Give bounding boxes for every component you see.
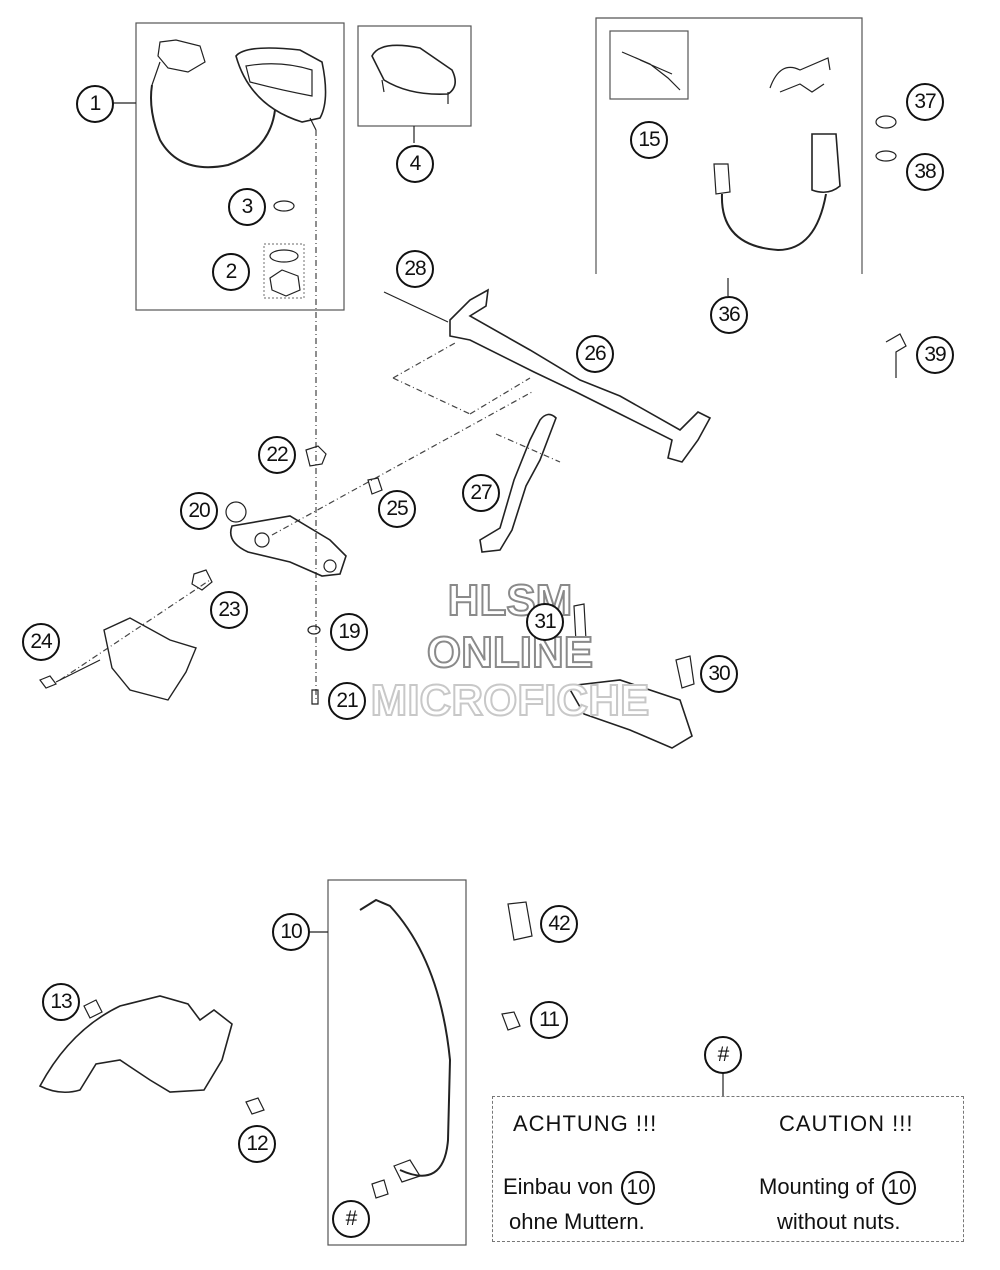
- note-ref-de: 10: [621, 1171, 656, 1205]
- callout-25: 25: [378, 490, 416, 528]
- note-line-en-2: without nuts.: [777, 1209, 901, 1234]
- callout-39: 39: [916, 336, 954, 374]
- note-title-de: ACHTUNG !!!: [513, 1111, 658, 1136]
- callout-hash-bottom: #: [332, 1200, 370, 1238]
- bracket-part: [371, 44, 456, 96]
- brake-line-part: [359, 898, 452, 1177]
- callout-20: 20: [180, 492, 218, 530]
- callout-1: 1: [76, 85, 114, 123]
- speedometer-part: [235, 47, 327, 123]
- note-ref-en: 10: [882, 1171, 917, 1205]
- callout-27: 27: [462, 474, 500, 512]
- callout-11: 11: [530, 1001, 568, 1039]
- note-line-de-2: ohne Muttern.: [509, 1209, 645, 1234]
- callout-2: 2: [212, 253, 250, 291]
- callout-37: 37: [906, 83, 944, 121]
- guard-part: [38, 995, 233, 1094]
- note-line-de-1: Einbau von 10: [503, 1171, 656, 1205]
- callout-3: 3: [228, 188, 266, 226]
- note-text-de-1: Einbau von: [503, 1173, 614, 1199]
- callout-30: 30: [700, 655, 738, 693]
- note-line-en-1: Mounting of 10: [759, 1171, 917, 1205]
- callout-22: 22: [258, 436, 296, 474]
- kit-frame-sensor: [595, 17, 863, 274]
- shift-lever-part: [449, 288, 712, 463]
- callout-19: 19: [330, 613, 368, 651]
- callout-hash-top: #: [704, 1036, 742, 1074]
- kit-frame-cable: [327, 879, 467, 1246]
- callout-28: 28: [396, 250, 434, 288]
- note-text-en-1: Mounting of: [759, 1173, 874, 1199]
- kit-frame-speedometer: [135, 22, 345, 311]
- watermark-line3: MICROFICHE: [370, 675, 651, 726]
- callout-26: 26: [576, 335, 614, 373]
- callout-21: 21: [328, 682, 366, 720]
- callout-31: 31: [526, 603, 564, 641]
- watermark-line2: ONLINE: [426, 627, 594, 678]
- callout-12: 12: [238, 1125, 276, 1163]
- brake-bracket-part: [229, 515, 347, 577]
- callout-23: 23: [210, 591, 248, 629]
- brake-pedal-part: [479, 413, 557, 553]
- callout-4: 4: [396, 145, 434, 183]
- callout-10: 10: [272, 913, 310, 951]
- callout-42: 42: [540, 905, 578, 943]
- caution-note: ACHTUNG !!! CAUTION !!! Einbau von 10 oh…: [492, 1096, 964, 1242]
- callout-36: 36: [710, 296, 748, 334]
- callout-38: 38: [906, 153, 944, 191]
- callout-13: 13: [42, 983, 80, 1021]
- note-title-en: CAUTION !!!: [779, 1111, 914, 1136]
- callout-24: 24: [22, 623, 60, 661]
- kit-frame-tool: [609, 30, 689, 100]
- callout-15: 15: [630, 121, 668, 159]
- sensor-part: [811, 133, 841, 194]
